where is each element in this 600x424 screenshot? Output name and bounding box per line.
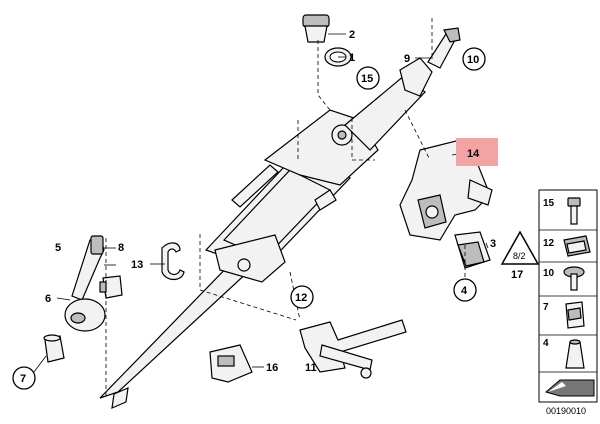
callout-13: 13 — [131, 259, 143, 271]
part-2-cap[interactable] — [302, 14, 330, 43]
callout-16: 16 — [266, 362, 278, 374]
part-8-connector[interactable] — [99, 275, 123, 299]
callout-12: 12 — [295, 292, 307, 304]
steering-column[interactable] — [99, 57, 433, 409]
callout-9: 9 — [404, 53, 410, 65]
spring-clip-icon — [565, 301, 585, 329]
callout-3: 3 — [490, 238, 496, 250]
callout-2: 2 — [349, 29, 355, 41]
rubber-buffer-icon — [565, 339, 585, 369]
callout-11: 11 — [305, 362, 317, 374]
legend-item-10: 10 — [543, 268, 555, 279]
clip-icon — [563, 235, 591, 257]
part-7-cylinder[interactable] — [43, 334, 65, 363]
callout-15: 15 — [361, 73, 373, 85]
bolt-icon — [563, 266, 585, 291]
callout-6: 6 — [45, 293, 51, 305]
screw-icon — [567, 197, 581, 225]
callout-5: 5 — [55, 242, 61, 254]
part-13-bracket-clip[interactable] — [161, 242, 185, 281]
part-11-adjustment-lever[interactable] — [299, 319, 407, 379]
part-17-warning-label[interactable]: 8/2 — [500, 230, 540, 265]
callout-7: 7 — [20, 373, 26, 385]
callout-14: 14 — [467, 148, 480, 160]
legend-item-4: 4 — [543, 338, 549, 349]
svg-text:8/2: 8/2 — [513, 251, 526, 261]
part-16-bracket[interactable] — [209, 344, 253, 383]
callout-10: 10 — [467, 54, 479, 66]
part-6-switch-housing[interactable] — [64, 298, 106, 332]
part-5-lever[interactable] — [71, 235, 105, 301]
part-3-block[interactable] — [454, 231, 491, 269]
legend-item-7: 7 — [543, 302, 549, 313]
legend-item-12: 12 — [543, 238, 555, 249]
callout-14-highlight[interactable] — [456, 138, 498, 166]
direction-arrow-icon — [544, 379, 595, 397]
part-9-clip[interactable] — [427, 27, 461, 69]
callout-4: 4 — [461, 285, 468, 297]
callout-8: 8 — [118, 242, 124, 254]
reference-number: 00190010 — [546, 406, 586, 416]
legend-item-15: 15 — [543, 198, 555, 209]
fastener-legend: 15 12 10 7 4 — [538, 189, 598, 403]
callout-17: 17 — [511, 269, 523, 281]
callout-1: 1 — [349, 52, 355, 64]
